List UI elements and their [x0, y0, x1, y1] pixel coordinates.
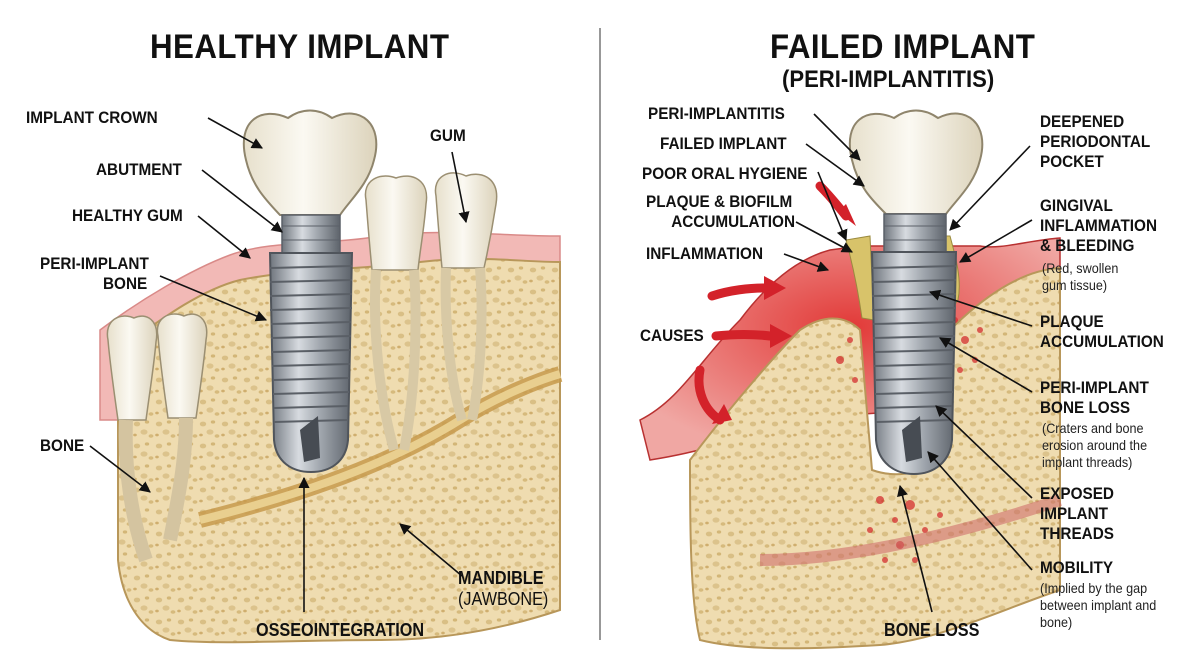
label-peri-implant-bone-loss: PERI-IMPLANT BONE LOSS: [1040, 378, 1149, 418]
label-plaque-acc-line2: ACCUMULATION: [1040, 332, 1164, 351]
note-mobility-line3: bone): [1040, 614, 1073, 630]
label-plaque-biofilm-line2: ACCUMULATION: [671, 212, 796, 231]
note-gingival-line1: (Red, swollen: [1042, 260, 1119, 276]
label-gingival-line3: & BLEEDING: [1040, 236, 1135, 255]
label-deepened-pocket: DEEPENED PERIODONTAL POCKET: [1040, 112, 1150, 172]
note-bone-loss: (Craters and bone erosion around the imp…: [1042, 420, 1147, 471]
label-inflammation: INFLAMMATION: [646, 244, 763, 263]
label-mobility: MOBILITY: [1040, 558, 1114, 577]
label-mandible-line1: MANDIBLE: [458, 568, 544, 588]
label-healthy-gum: HEALTHY GUM: [72, 206, 183, 225]
label-gingival-inflammation: GINGIVAL INFLAMMATION & BLEEDING: [1040, 196, 1157, 256]
failed-subtitle: (PERI-IMPLANTITIS): [782, 66, 995, 93]
failed-title: FAILED IMPLANT: [770, 28, 1036, 66]
label-gum: GUM: [430, 126, 466, 145]
label-osseointegration: OSSEOINTEGRATION: [256, 620, 425, 640]
label-exposed-line2: IMPLANT: [1040, 504, 1108, 523]
note-bone-loss-line3: implant threads): [1042, 454, 1133, 470]
label-causes: CAUSES: [640, 326, 704, 345]
failed-jaw: [639, 109, 1062, 650]
label-deepened-line1: DEEPENED: [1040, 112, 1125, 131]
label-bone: BONE: [40, 436, 85, 455]
label-bone-loss-line1: PERI-IMPLANT: [1040, 378, 1149, 397]
label-plaque-acc-line1: PLAQUE: [1040, 312, 1104, 331]
note-mobility-line1: (Implied by the gap: [1040, 580, 1148, 596]
healthy-leader-lines: [89, 117, 470, 612]
label-mandible-line2: (JAWBONE): [458, 589, 549, 609]
label-exposed-line1: EXPOSED: [1040, 484, 1114, 503]
label-plaque-biofilm-line1: PLAQUE & BIOFILM: [646, 192, 793, 211]
label-peri-implantitis: PERI-IMPLANTITIS: [648, 104, 785, 123]
note-mobility-line2: between implant and: [1040, 597, 1157, 613]
label-deepened-line3: POCKET: [1040, 152, 1104, 171]
failed-leader-lines: [783, 113, 1033, 613]
label-mandible: MANDIBLE (JAWBONE): [458, 568, 548, 610]
note-bone-loss-line2: erosion around the: [1042, 437, 1148, 453]
label-peri-implant-bone: PERI-IMPLANT BONE: [40, 254, 149, 294]
label-plaque-accumulation: PLAQUE ACCUMULATION: [1040, 312, 1164, 352]
label-peri-implant-bone-line2: BONE: [103, 274, 148, 293]
label-exposed-line3: THREADS: [1040, 524, 1114, 543]
note-gingival-line2: gum tissue): [1042, 277, 1108, 293]
label-implant-crown: IMPLANT CROWN: [26, 108, 158, 127]
label-plaque-biofilm: PLAQUE & BIOFILM ACCUMULATION: [646, 192, 795, 232]
label-gingival-line1: GINGIVAL: [1040, 196, 1113, 215]
healthy-jaw: [99, 109, 563, 644]
label-failed-implant: FAILED IMPLANT: [660, 134, 787, 153]
note-bone-loss-line1: (Craters and bone: [1042, 420, 1144, 436]
label-poor-oral-hygiene: POOR ORAL HYGIENE: [642, 164, 808, 183]
label-peri-implant-bone-line1: PERI-IMPLANT: [40, 254, 149, 273]
label-exposed-threads: EXPOSED IMPLANT THREADS: [1040, 484, 1114, 544]
label-abutment: ABUTMENT: [96, 160, 182, 179]
note-gingival: (Red, swollen gum tissue): [1042, 260, 1118, 294]
label-gingival-line2: INFLAMMATION: [1040, 216, 1157, 235]
label-deepened-line2: PERIODONTAL: [1040, 132, 1151, 151]
label-bone-loss-bottom: BONE LOSS: [884, 620, 980, 640]
note-mobility: (Implied by the gap between implant and …: [1040, 580, 1156, 631]
healthy-title: HEALTHY IMPLANT: [150, 28, 450, 66]
label-bone-loss-line2: BONE LOSS: [1040, 398, 1131, 417]
